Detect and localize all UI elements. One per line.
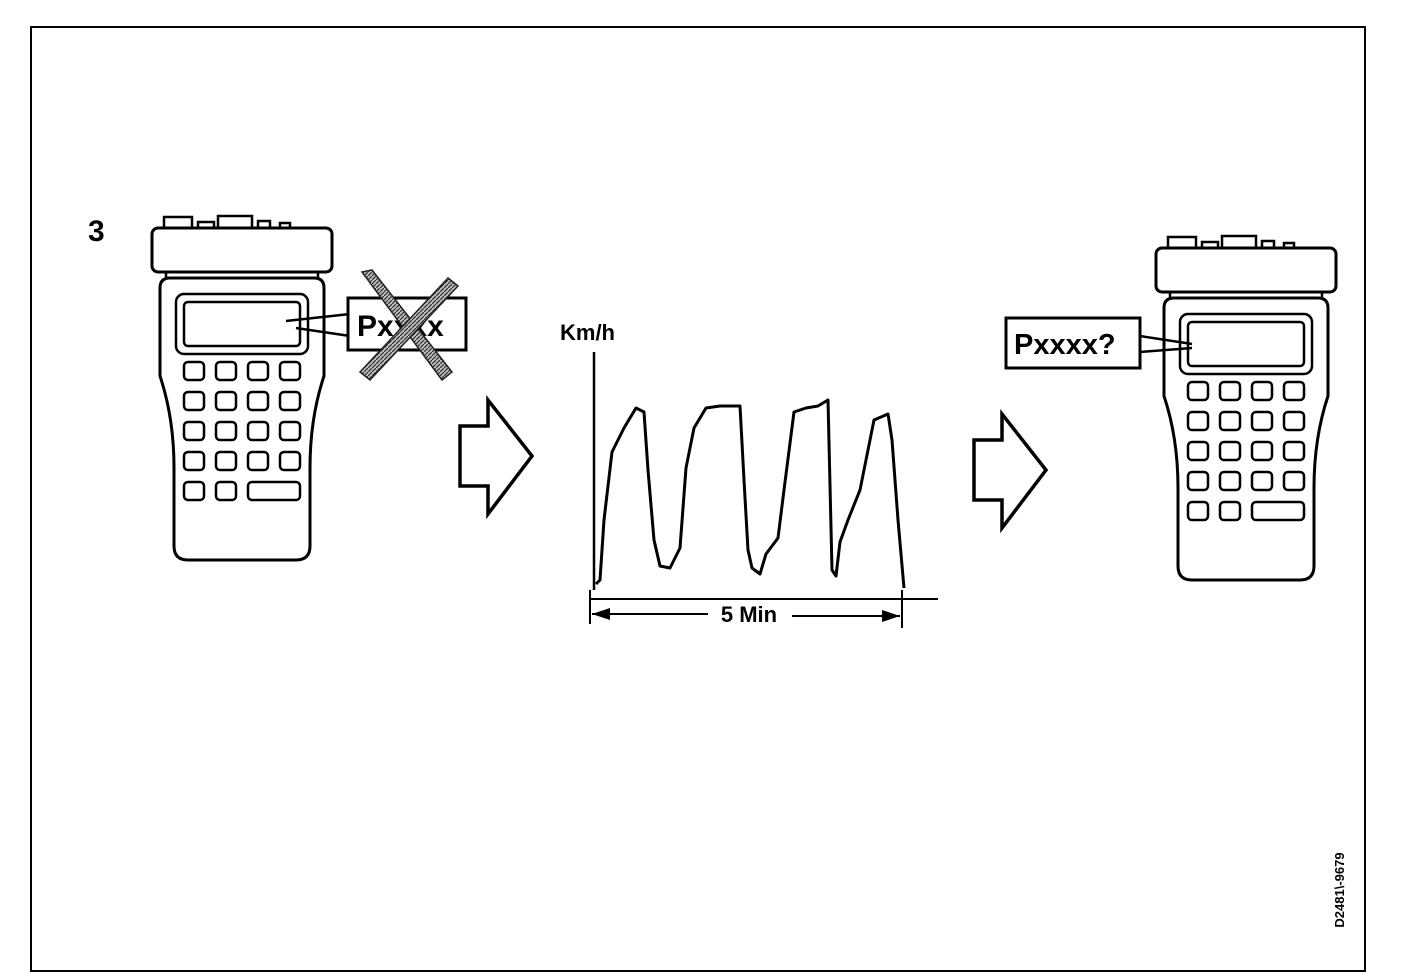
step-number: 3 <box>88 215 105 248</box>
speed-trace-line <box>594 398 906 589</box>
arrow-right-2 <box>972 412 1048 530</box>
left-handheld-device <box>150 214 334 562</box>
cross-out-mark <box>358 269 460 382</box>
chart-time-span: 5 Min <box>589 590 903 628</box>
chart-time-label: 5 Min <box>721 602 777 627</box>
left-callout: Pxxxx <box>285 269 468 382</box>
right-callout: Pxxxx? <box>1004 316 1193 370</box>
arrow-right-1 <box>458 398 534 516</box>
right-handheld-device <box>1154 234 1338 582</box>
figure-frame <box>30 26 1366 972</box>
speed-chart: Km/h 5 Min <box>560 320 938 628</box>
chart-y-label: Km/h <box>560 320 615 345</box>
figure-reference-code: D2481\-9679 <box>1332 852 1347 928</box>
right-callout-label: Pxxxx? <box>1014 329 1116 361</box>
